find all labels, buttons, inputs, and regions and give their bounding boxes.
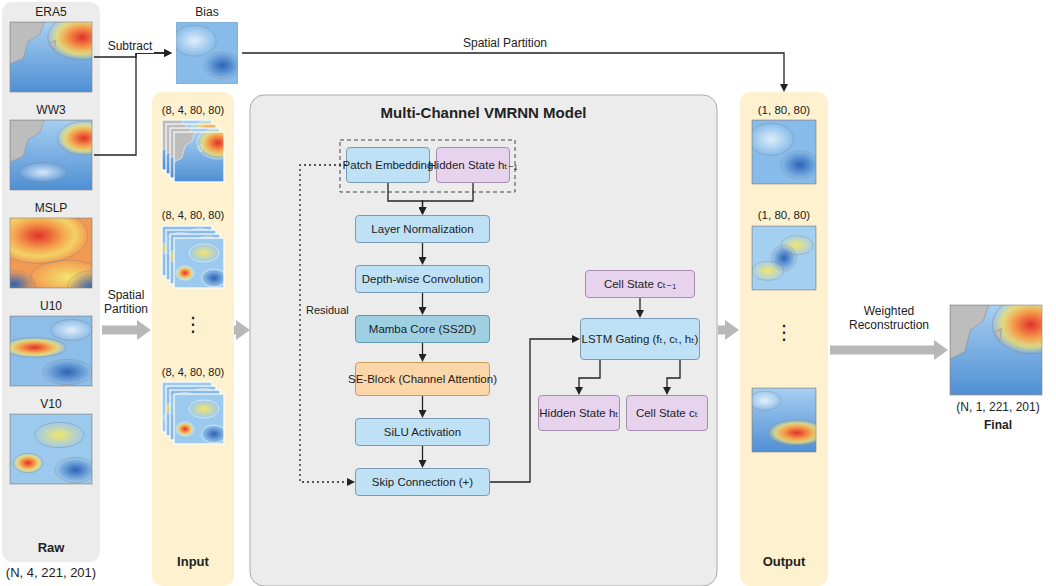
box-label: SE-Block (Channel Attention) xyxy=(348,371,497,387)
label-slot: (8, 4, 80, 80) xyxy=(152,362,234,380)
flow-arrow xyxy=(423,183,474,207)
panel-label: U10 xyxy=(8,298,94,314)
input-map: U10 xyxy=(8,296,94,388)
input-map: V10 xyxy=(8,394,94,486)
panel-label: Raw xyxy=(2,540,100,556)
label-slot: (8, 4, 80, 80) xyxy=(152,100,234,118)
attention-box: SE-Block (Channel Attention) xyxy=(355,362,490,396)
label-slot: (1, 80, 80) xyxy=(740,205,828,223)
final-map: (N, 1, 221, 201) Final xyxy=(946,305,1050,445)
box-label: SiLU Activation xyxy=(384,424,461,440)
process-box: Mamba Core (SS2D) xyxy=(355,315,490,343)
flow-arrow xyxy=(242,53,784,84)
block-arrow xyxy=(718,326,725,335)
block-arrow xyxy=(102,326,137,335)
edge-label: Spatial Partition xyxy=(461,36,549,50)
label-slot: Weighted Reconstruction xyxy=(836,304,942,333)
process-box: Patch Embedding xyxy=(346,147,430,183)
box-label: Skip Connection (+) xyxy=(372,474,473,490)
flow-arrow xyxy=(300,165,347,482)
label-slot: Subtract xyxy=(100,36,160,54)
bias-map: Bias xyxy=(172,2,242,90)
label-slot: ⋮ xyxy=(740,320,828,344)
process-box: SiLU Activation xyxy=(355,418,490,446)
flow-arrow xyxy=(422,396,423,410)
panel-label: Bias xyxy=(172,4,242,20)
panel-label: WW3 xyxy=(8,102,94,118)
shape-label: ⋮ xyxy=(772,320,796,344)
state-box: Cell State cₜ xyxy=(626,395,708,431)
flow-arrow xyxy=(667,360,680,387)
state-box: Hidden State hₜ₋₁ xyxy=(436,147,510,183)
panel-label: Input xyxy=(152,554,234,570)
process-box: Layer Normalization xyxy=(355,215,490,243)
label-slot: Spatial Partition xyxy=(440,33,570,51)
box-label: Cell State cₜ₋₁ xyxy=(604,276,676,292)
label-slot: Residual xyxy=(304,300,354,318)
shape-label: (8, 4, 80, 80) xyxy=(160,104,226,117)
box-label: Hidden State hₜ xyxy=(539,405,618,421)
box-label: Cell State cₜ xyxy=(636,405,698,421)
panel-label: (N, 4, 221, 201) xyxy=(2,565,100,581)
flow-arrow xyxy=(422,343,423,354)
shape-label: (1, 80, 80) xyxy=(756,104,812,118)
box-label: Depth-wise Convolution xyxy=(362,271,483,287)
label-slot: Spatial Partition xyxy=(101,288,151,317)
raw-panel: Raw (N, 4, 221, 201) ERA5WW3MSLP U10V10 xyxy=(2,2,100,584)
panel-label: V10 xyxy=(8,396,94,412)
flow-arrow xyxy=(579,360,600,387)
model-panel: Multi-Channel VMRNN ModelPatch Embedding… xyxy=(250,95,717,586)
shape-label: ⋮ xyxy=(181,312,205,336)
state-box: Cell State cₜ₋₁ xyxy=(585,270,695,298)
input-map: WW3 xyxy=(8,100,94,192)
shape-label: (8, 4, 80, 80) xyxy=(160,209,226,222)
edge-label: Residual xyxy=(304,304,351,317)
shape-label: (8, 4, 80, 80) xyxy=(160,366,226,379)
flow-arrow xyxy=(639,298,640,310)
box-label: Patch Embedding xyxy=(343,157,434,173)
gating-box: LSTM Gating (fₜ, cₜ, hₜ) xyxy=(580,318,700,360)
block-arrow xyxy=(830,346,934,355)
flow-arrow xyxy=(422,293,423,307)
input-map: MSLP xyxy=(8,198,94,290)
edge-label: Subtract xyxy=(106,39,155,53)
panel-label: ERA5 xyxy=(8,4,94,20)
shape-label: (1, 80, 80) xyxy=(756,209,812,223)
flow-arrow xyxy=(422,446,423,460)
box-label: LSTM Gating (fₜ, cₜ, hₜ) xyxy=(582,331,699,347)
label-slot: ⋮ xyxy=(152,312,234,336)
flow-arrow xyxy=(388,183,423,207)
panel-label: Final xyxy=(946,417,1050,433)
flow-arrow xyxy=(422,243,423,257)
box-label: Layer Normalization xyxy=(371,221,473,237)
label-slot: (1, 80, 80) xyxy=(740,100,828,118)
flow-arrow xyxy=(94,53,164,155)
panel-label: (N, 1, 221, 201) xyxy=(946,399,1050,415)
block-arrow xyxy=(234,326,236,335)
edge-label: Weighted Reconstruction xyxy=(836,304,942,333)
state-box: Hidden State hₜ xyxy=(538,395,620,431)
panel-label: Multi-Channel VMRNN Model xyxy=(250,105,717,121)
label-slot: (8, 4, 80, 80) xyxy=(152,205,234,223)
process-box: Depth-wise Convolution xyxy=(355,265,490,293)
edge-label: Spatial Partition xyxy=(101,288,151,317)
process-box: Skip Connection (+) xyxy=(355,468,490,496)
box-label: Mamba Core (SS2D) xyxy=(369,321,476,337)
input-panel: Input xyxy=(152,92,234,586)
panel-label: MSLP xyxy=(8,200,94,216)
input-map: ERA5 xyxy=(8,2,94,94)
box-label: Hidden State hₜ₋₁ xyxy=(428,157,517,173)
panel-label: Output xyxy=(740,554,828,570)
